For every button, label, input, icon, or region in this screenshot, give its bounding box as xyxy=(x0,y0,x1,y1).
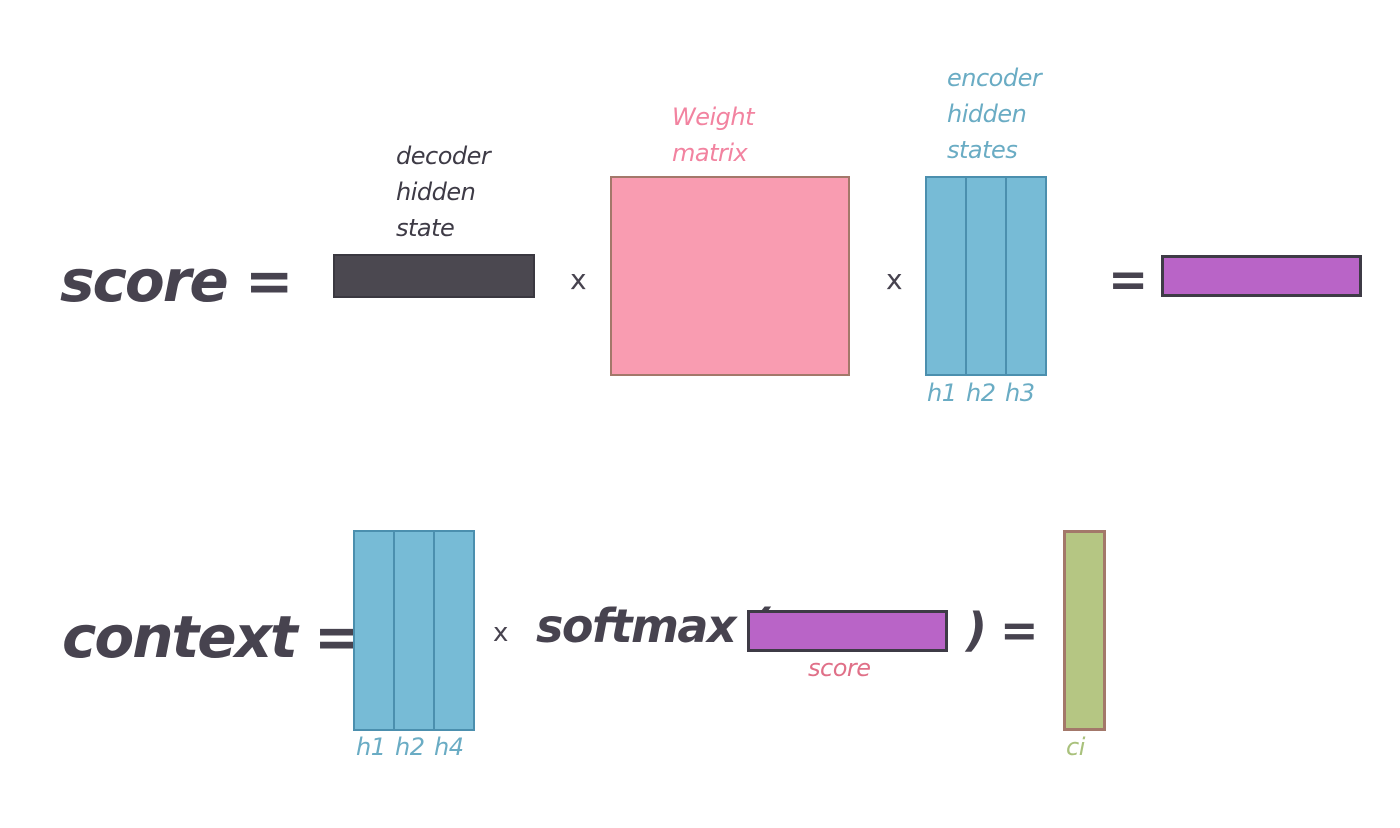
encoder-label-line-3: states xyxy=(947,136,1018,164)
multiply-operator-3: x xyxy=(493,618,509,648)
score-result-vector xyxy=(1161,255,1362,297)
weight-label-line-2: matrix xyxy=(672,139,748,167)
hidden-states-matrix xyxy=(353,530,475,731)
hidden-column-h1 xyxy=(355,532,395,729)
multiply-operator-1: x xyxy=(570,263,587,296)
score-equation-lhs: score = xyxy=(60,247,293,315)
encoder-column-label-h1: h1 xyxy=(927,379,957,407)
decoder-label-line-2: hidden xyxy=(396,178,476,206)
encoder-column-h2 xyxy=(967,178,1007,374)
weight-matrix xyxy=(610,176,850,376)
context-vector-label: ci xyxy=(1066,733,1085,761)
encoder-column-h1 xyxy=(927,178,967,374)
encoder-label-line-2: hidden xyxy=(947,100,1027,128)
weight-label-line-1: Weight xyxy=(672,103,755,131)
encoder-hidden-states-label: encoder hidden states xyxy=(947,60,1042,168)
context-vector xyxy=(1063,530,1106,731)
hidden-column-label-h1: h1 xyxy=(356,733,386,761)
context-equation-lhs: context = xyxy=(62,603,363,671)
encoder-label-line-1: encoder xyxy=(947,64,1042,92)
hidden-column-h2 xyxy=(395,532,435,729)
softmax-open: softmax ( xyxy=(536,599,771,653)
hidden-column-h4 xyxy=(435,532,473,729)
encoder-hidden-states-matrix xyxy=(925,176,1047,376)
softmax-score-label: score xyxy=(808,654,871,682)
hidden-column-label-h4: h4 xyxy=(434,733,464,761)
multiply-operator-2: x xyxy=(886,263,903,296)
decoder-label-line-1: decoder xyxy=(396,142,491,170)
decoder-hidden-state-label: decoder hidden state xyxy=(396,138,491,246)
encoder-column-h3 xyxy=(1007,178,1045,374)
weight-matrix-label: Weight matrix xyxy=(672,99,755,171)
decoder-hidden-state-vector xyxy=(333,254,535,298)
encoder-column-label-h3: h3 xyxy=(1005,379,1035,407)
encoder-column-label-h2: h2 xyxy=(966,379,996,407)
decoder-label-line-3: state xyxy=(396,214,455,242)
softmax-close: ) = xyxy=(966,603,1039,657)
hidden-column-label-h2: h2 xyxy=(395,733,425,761)
softmax-score-vector xyxy=(747,610,948,652)
score-equals-sign: = xyxy=(1108,252,1148,308)
